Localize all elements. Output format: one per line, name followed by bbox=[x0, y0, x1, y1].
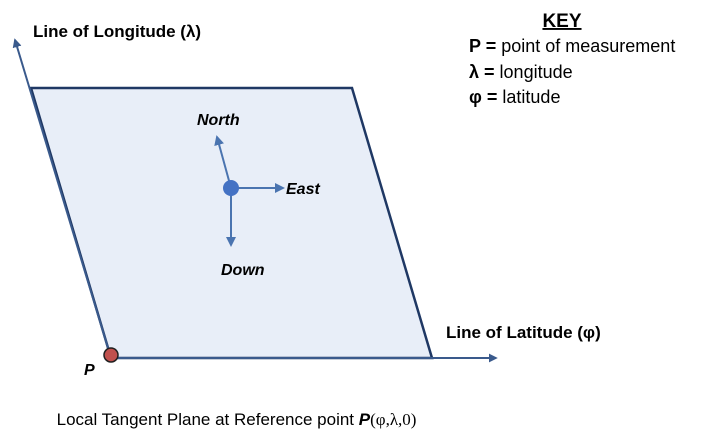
point-p-dot bbox=[103, 347, 119, 363]
north-arrow bbox=[214, 135, 232, 189]
caption-coords: (φ,λ,0) bbox=[370, 410, 416, 429]
longitude-axis-label: Line of Longitude (λ) bbox=[33, 22, 201, 41]
north-label: North bbox=[197, 112, 240, 129]
key-entry-lambda-symbol: λ = bbox=[469, 62, 495, 82]
key-entry-phi: φ = latitude bbox=[434, 87, 585, 107]
diagram-caption: Local Tangent Plane at Reference point P… bbox=[33, 410, 431, 429]
key-entry-p: P = point of measurement bbox=[434, 36, 700, 56]
east-label: East bbox=[286, 181, 320, 198]
caption-point: P bbox=[359, 410, 371, 429]
longitude-axis bbox=[12, 38, 112, 359]
key-entry-p-text: point of measurement bbox=[496, 36, 675, 56]
key-legend: KEY P = point of measurement λ = longitu… bbox=[434, 11, 700, 107]
key-entry-phi-symbol: φ = bbox=[469, 87, 497, 107]
key-title: KEY bbox=[542, 11, 581, 32]
key-entry-lambda: λ = longitude bbox=[434, 62, 598, 82]
key-entry-p-symbol: P = bbox=[469, 36, 496, 56]
origin-dot bbox=[223, 180, 239, 196]
down-label: Down bbox=[221, 262, 265, 279]
point-p-label: P bbox=[84, 362, 95, 379]
key-entry-lambda-text: longitude bbox=[495, 62, 573, 82]
latitude-axis-label: Line of Latitude (φ) bbox=[446, 323, 601, 342]
key-entry-phi-text: latitude bbox=[497, 87, 560, 107]
caption-prefix: Local Tangent Plane at Reference point bbox=[57, 410, 359, 429]
